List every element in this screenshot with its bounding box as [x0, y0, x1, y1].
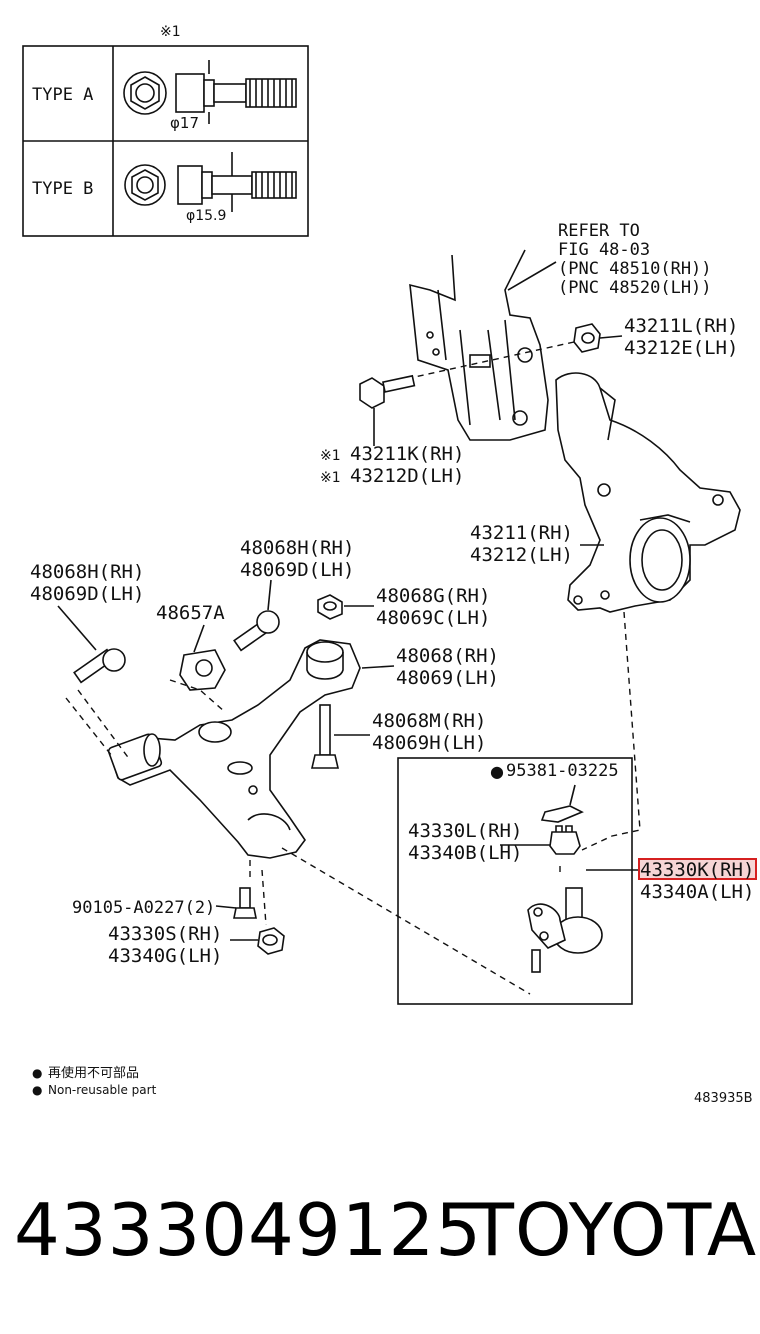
label-43340a-lh: 43340A(LH)	[640, 881, 754, 903]
bolt-48068h-mid-icon	[233, 610, 280, 652]
label-48068h-left-rh: 48068H(RH)	[30, 561, 144, 583]
bolt-48068h-left-icon	[73, 648, 126, 684]
steering-knuckle-illustration	[555, 372, 741, 613]
highlight-box	[638, 858, 757, 880]
part-number: 4333049125	[14, 1188, 483, 1272]
label-43211l-rh: 43211L(RH)	[624, 315, 738, 337]
bullet-95381: ●	[490, 762, 504, 781]
lower-control-arm-illustration	[107, 639, 361, 859]
type-a-bolt-icon	[175, 60, 297, 124]
fastener-type-table: ※1 TYPE A TYPE B φ17	[22, 24, 309, 237]
mark-43211k-2: ※1	[320, 470, 341, 486]
label-48069h-lh: 48069H(LH)	[372, 732, 486, 754]
bolt-43211k-icon	[359, 374, 416, 409]
refer-note: REFER TO FIG 48-03 (PNC 48510(RH)) (PNC …	[507, 221, 712, 298]
figure-code: 483935B	[694, 1091, 753, 1106]
type-b-nut-icon	[124, 164, 166, 206]
inset-ref-mark: ※1	[160, 24, 181, 40]
castle-nut-icon	[549, 825, 581, 855]
mark-43211k-1: ※1	[320, 448, 341, 464]
type-b-bolt-icon	[177, 152, 297, 212]
label-43330k-rh-highlighted: 43330K(RH)	[640, 859, 754, 881]
type-a-nut-icon	[123, 71, 167, 115]
label-48068h-mid-rh: 48068H(RH)	[240, 537, 354, 559]
refer-line-1: REFER TO	[558, 221, 640, 241]
strut-illustration	[409, 249, 549, 441]
legend-english: Non-reusable part	[48, 1083, 157, 1097]
legend-bullet-1: ●	[32, 1066, 42, 1080]
legend-japanese: 再使用不可部品	[48, 1065, 139, 1081]
label-43211-rh: 43211(RH)	[470, 522, 573, 544]
refer-line-3: (PNC 48510(RH))	[558, 259, 712, 279]
label-48657a: 48657A	[156, 602, 225, 624]
brand-name: TOYOTA	[470, 1188, 758, 1272]
label-48069-lh: 48069(LH)	[396, 667, 499, 689]
bolt-48068m-icon	[310, 704, 340, 769]
label-95381-03225: 95381-03225	[506, 761, 619, 781]
type-b-diameter: φ15.9	[186, 208, 226, 224]
refer-line-4: (PNC 48520(LH))	[558, 278, 712, 298]
label-43340g-lh: 43340G(LH)	[108, 945, 222, 967]
bushing-48657a-icon	[179, 649, 226, 691]
legend-bullet-2: ●	[32, 1083, 42, 1097]
label-43330s-rh: 43330S(RH)	[108, 923, 222, 945]
label-48069d-left-lh: 48069D(LH)	[30, 583, 144, 605]
bolt-90105-icon	[233, 887, 257, 919]
label-43211k-rh: 43211K(RH)	[350, 443, 464, 465]
type-a-label: TYPE A	[32, 85, 93, 105]
label-48068m-rh: 48068M(RH)	[372, 710, 486, 732]
label-48068-rh: 48068(RH)	[396, 645, 499, 667]
label-48069d-mid-lh: 48069D(LH)	[240, 559, 354, 581]
label-90105-a0227: 90105-A0227(2)	[72, 898, 215, 918]
nut-43211l-icon	[573, 323, 601, 353]
nut-48068g-icon	[317, 594, 343, 620]
label-43212e-lh: 43212E(LH)	[624, 337, 738, 359]
nut-43330s-icon	[257, 927, 285, 955]
type-a-diameter: φ17	[170, 114, 199, 132]
ball-joint-box	[397, 757, 638, 1005]
label-43330l-rh: 43330L(RH)	[408, 820, 522, 842]
ball-joint-icon	[527, 887, 603, 973]
label-43340b-lh: 43340B(LH)	[408, 842, 522, 864]
label-43212d-lh: 43212D(LH)	[350, 465, 464, 487]
label-48069c-lh: 48069C(LH)	[376, 607, 490, 629]
type-b-label: TYPE B	[32, 179, 93, 199]
label-43212-lh: 43212(LH)	[470, 544, 573, 566]
refer-line-2: FIG 48-03	[558, 240, 650, 260]
label-48068g-rh: 48068G(RH)	[376, 585, 490, 607]
